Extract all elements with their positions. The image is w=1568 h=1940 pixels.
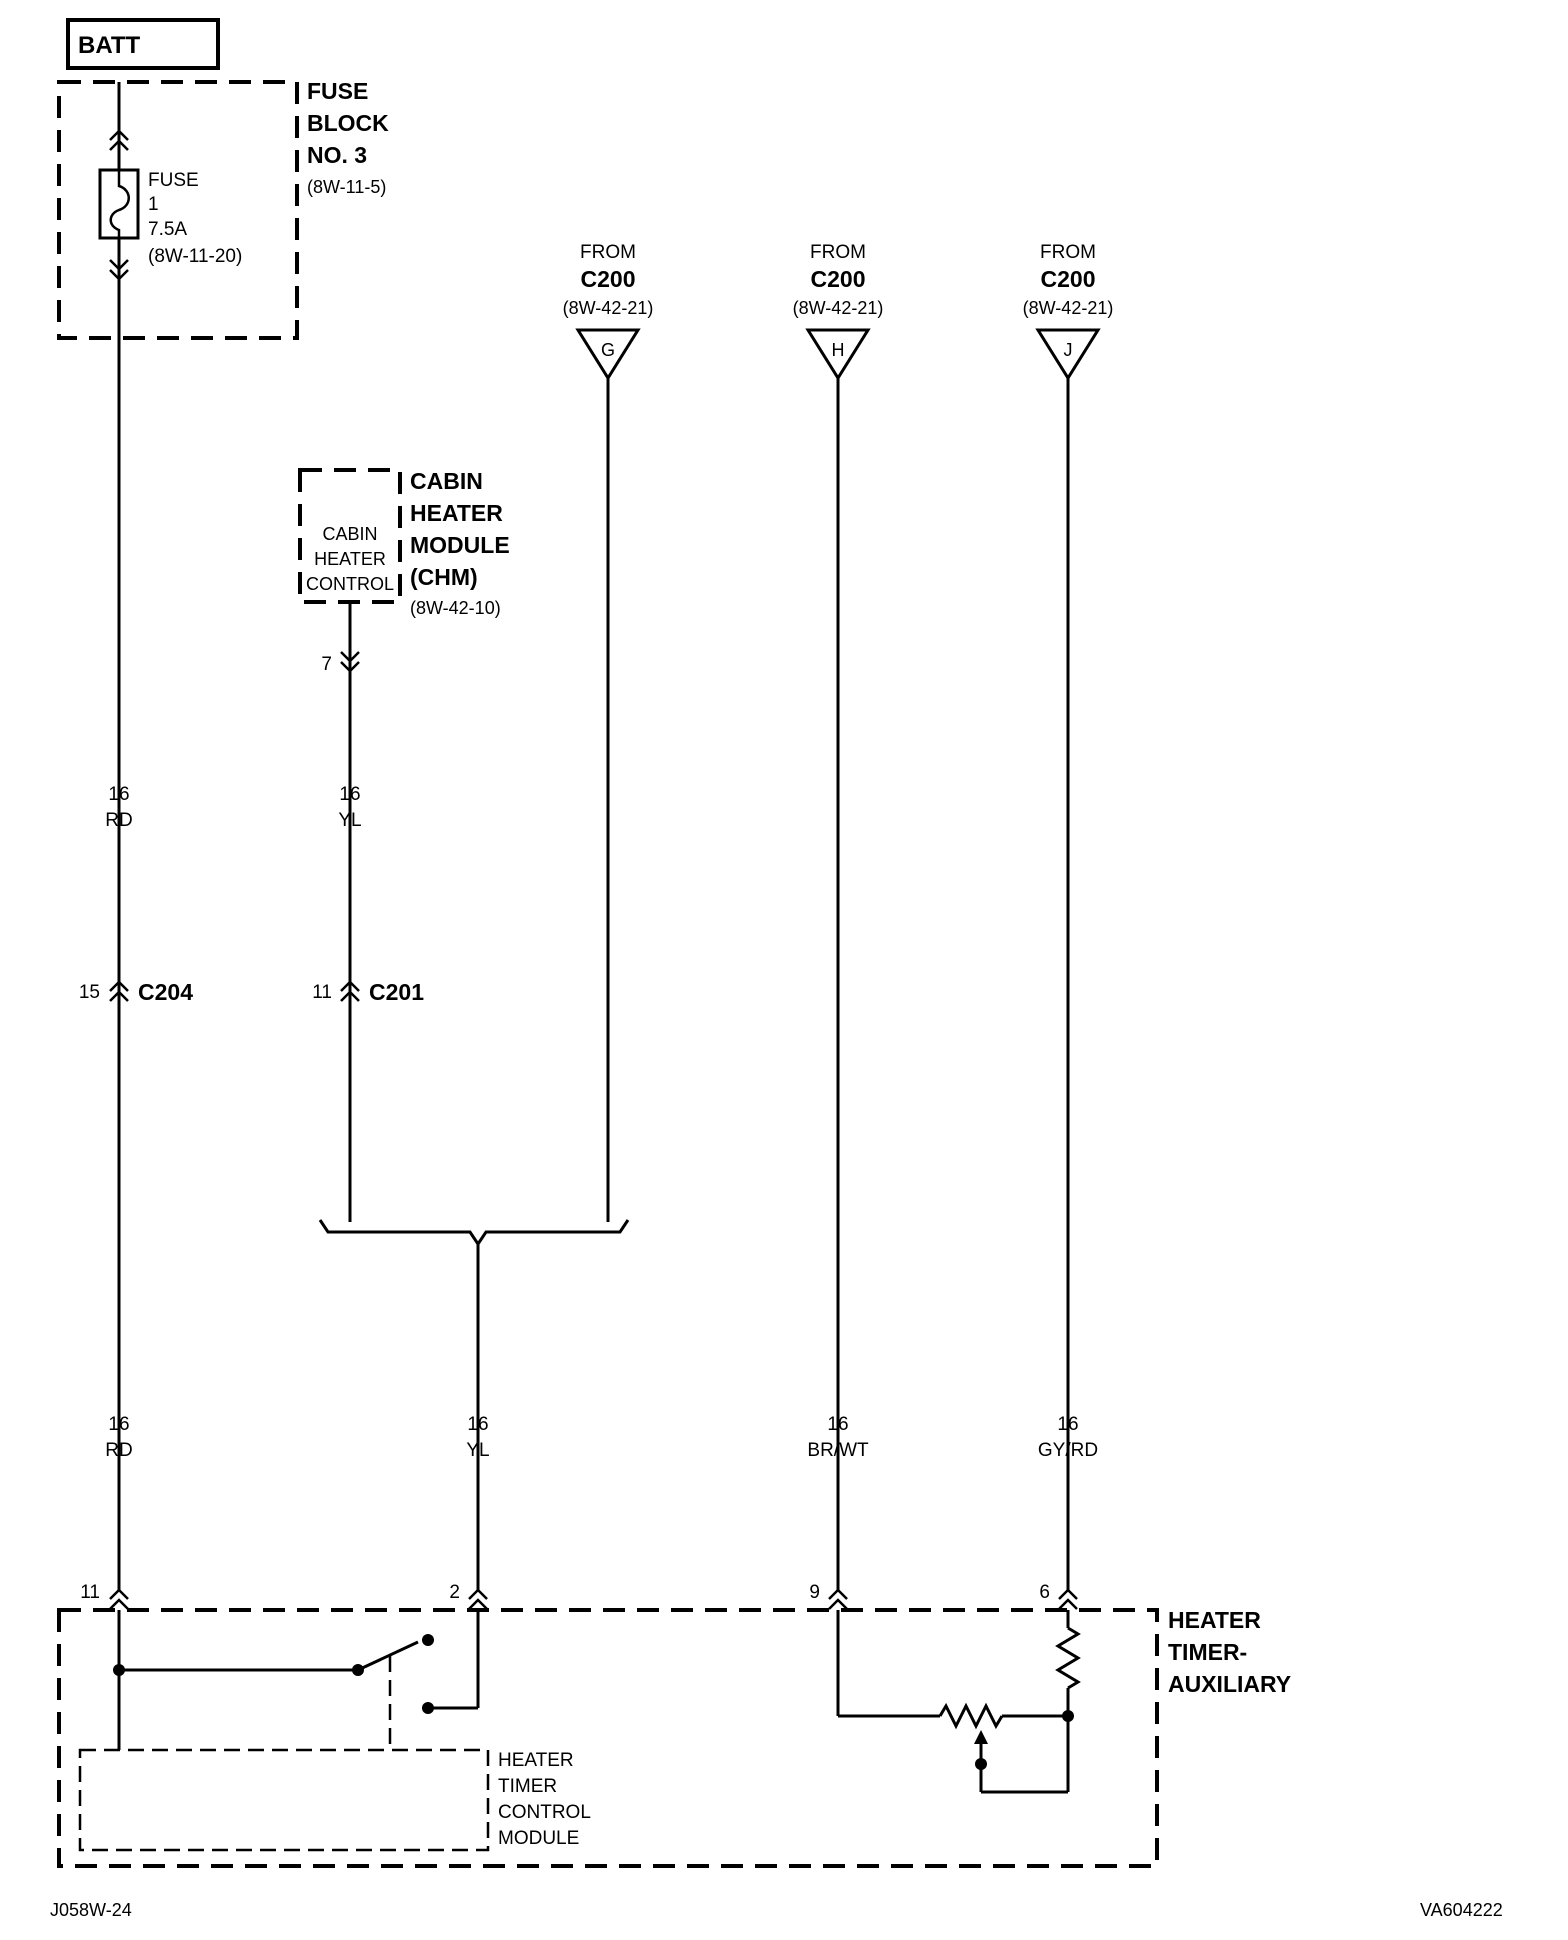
c200-ref-h: FROM C200 (8W-42-21) H [793,242,884,381]
wire-yl-upper-color: YL [338,810,361,831]
c200-j-pin: J [1064,340,1073,360]
wire-yl-upper-gauge: 16 [339,784,360,805]
wire-rd-upper-color: RD [105,810,132,831]
fuse-label-4: (8W-11-20) [148,246,242,267]
htcm-label-2: TIMER [498,1776,557,1797]
switch-circuit [113,1610,480,1750]
c200-h-from: FROM [810,242,866,263]
c200-h-connector: C200 [811,266,866,292]
fuse-block: FUSE BLOCK NO. 3 (8W-11-5) FUSE 1 7.5A (… [57,78,389,340]
chm-title-4: (CHM) [410,564,478,590]
cabin-heater-module: CABIN HEATER CONTROL CABIN HEATER MODULE… [298,468,510,618]
c200-j-connector: C200 [1041,266,1096,292]
resistor-icon [1055,1626,1081,1690]
heater-timer-title-1: HEATER [1168,1607,1261,1633]
fuse-label-2: 1 [148,194,159,215]
c204-pin: 15 [79,982,100,1003]
c200-h-ref: (8W-42-21) [793,298,884,318]
timer-pin-11: 11 [80,1582,100,1603]
fuse-label-1: FUSE [148,170,199,191]
htcm-label-3: CONTROL [498,1802,591,1823]
chm-inner-2: HEATER [314,549,386,569]
chm-title-3: MODULE [410,532,510,558]
timer-pin-11-chevron [109,1588,129,1610]
c200-j-triangle-icon [1035,328,1101,381]
fuse-block-title-3: NO. 3 [307,142,367,168]
c204-name: C204 [138,979,193,1005]
chm-title-1: CABIN [410,468,483,494]
timer-pin-2-chevron [468,1588,488,1610]
chm-inner-3: CONTROL [306,574,394,594]
wire-gyrd-gauge: 16 [1057,1414,1078,1435]
chm-inner-1: CABIN [322,524,377,544]
htcm-label-4: MODULE [498,1828,579,1849]
yl-splice-bracket [318,1219,630,1247]
c200-g-from: FROM [580,242,636,263]
fuse-block-title-2: BLOCK [307,110,389,136]
wire-rd-upper-gauge: 16 [108,784,129,805]
timer-pin-6-chevron [1058,1588,1078,1610]
timer-pin-2: 2 [449,1582,460,1603]
potentiometer-icon [938,1702,1004,1730]
htcm-label-1: HEATER [498,1750,574,1771]
batt-label: BATT [78,32,141,59]
heater-timer-title-2: TIMER- [1168,1639,1247,1665]
fuse-block-ref: (8W-11-5) [307,177,386,197]
fuse-icon [98,168,140,240]
chm-title-2: HEATER [410,500,503,526]
chm-connector-chevron-down [340,651,360,673]
wire-brwt-color: BR/WT [807,1440,869,1461]
c200-h-pin: H [832,340,845,360]
connector-chevron-up [109,129,129,151]
fuse-label-3: 7.5A [148,219,187,240]
wire-yl-lower-gauge: 16 [467,1414,488,1435]
footer-right: VA604222 [1420,1900,1503,1920]
wire-gyrd-color: GY/RD [1038,1440,1098,1461]
c200-ref-j: FROM C200 (8W-42-21) J [1023,242,1114,381]
c200-ref-g: FROM C200 (8W-42-21) G [563,242,654,381]
c200-g-connector: C200 [581,266,636,292]
c200-j-from: FROM [1040,242,1096,263]
switch-arm-icon [357,1640,419,1672]
c200-g-pin: G [601,340,615,360]
c200-j-ref: (8W-42-21) [1023,298,1114,318]
c200-h-triangle-icon [805,328,871,381]
heater-timer-title-3: AUXILIARY [1168,1671,1291,1697]
timer-pin-9: 9 [809,1582,820,1603]
wire-brwt-gauge: 16 [827,1414,848,1435]
c201-pin: 11 [312,982,332,1003]
heater-timer-auxiliary: HEATER TIMER- AUXILIARY [57,1607,1291,1868]
footer-left: J058W-24 [50,1900,132,1920]
resistor-circuit [836,1610,1081,1794]
timer-pin-9-chevron [828,1588,848,1610]
batt-box: BATT [66,18,220,70]
wire-rd-lower-color: RD [105,1440,132,1461]
fuse-block-title-1: FUSE [307,78,368,104]
c200-g-ref: (8W-42-21) [563,298,654,318]
c201-connector-icon [340,980,360,1002]
timer-pin-6: 6 [1039,1582,1050,1603]
c204-connector-icon [109,980,129,1002]
heater-timer-control-module: HEATER TIMER CONTROL MODULE [78,1748,591,1852]
chm-ref: (8W-42-10) [410,598,501,618]
wiper-arrow-icon [974,1730,988,1744]
c201-name: C201 [369,979,424,1005]
chm-pin: 7 [321,654,332,675]
wire-yl-lower-color: YL [466,1440,489,1461]
c200-g-triangle-icon [575,328,641,381]
wire-rd-lower-gauge: 16 [108,1414,129,1435]
